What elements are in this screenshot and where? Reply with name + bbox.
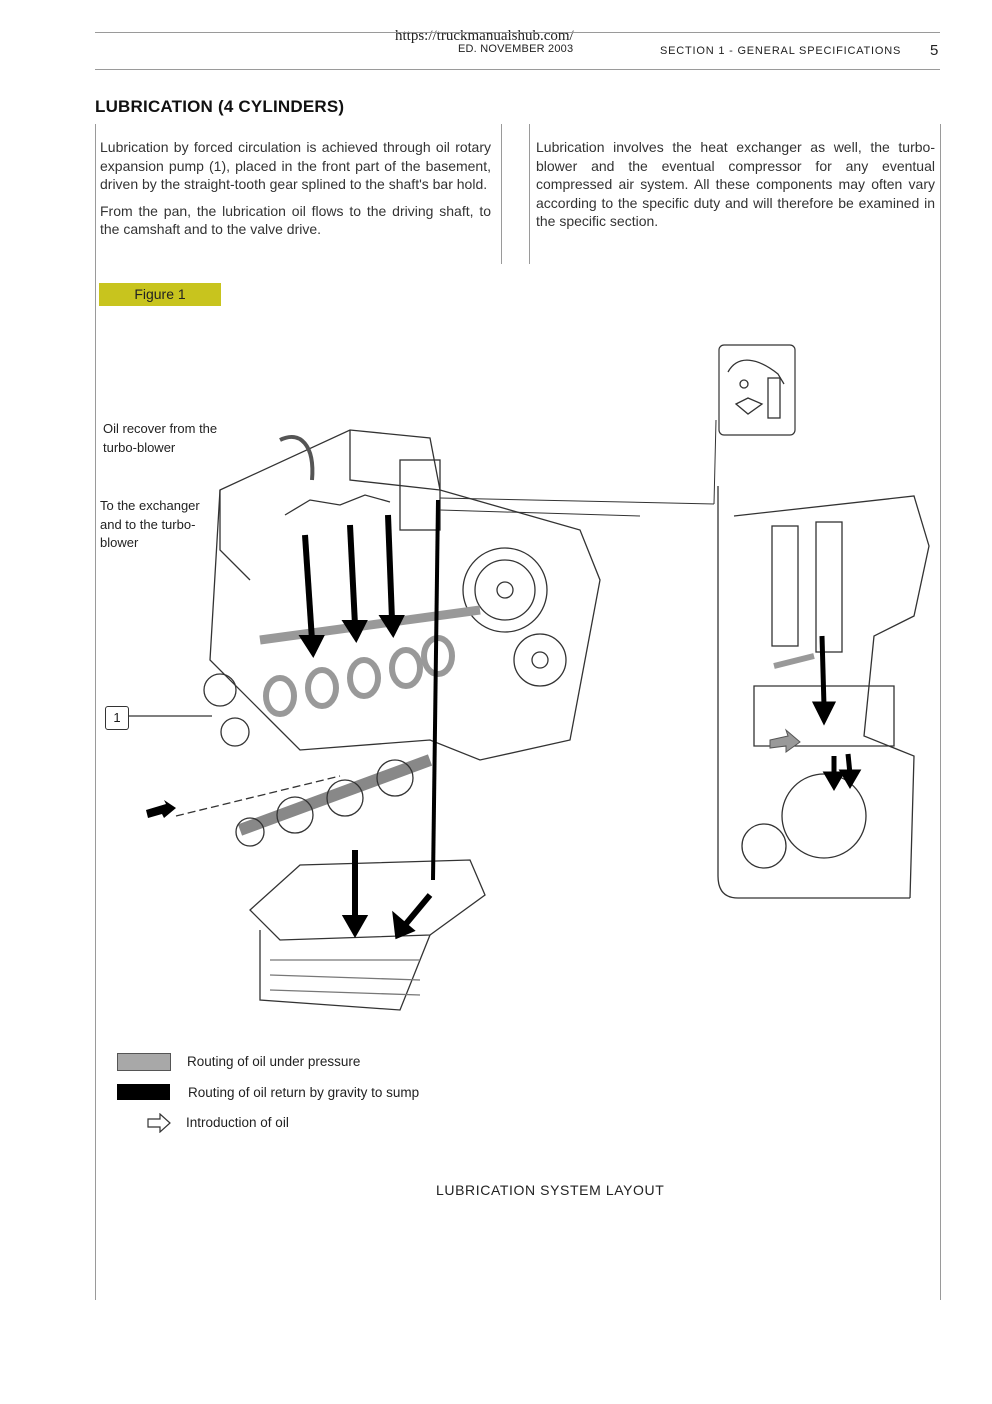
valve-train bbox=[399, 459, 441, 531]
header-edition: ED. NOVEMBER 2003 bbox=[458, 43, 574, 55]
column-rule-left bbox=[95, 124, 96, 1300]
engine-lubrication-illustration bbox=[128, 429, 601, 1011]
legend-swatch-gravity bbox=[117, 1084, 170, 1100]
connecting-rod-4 bbox=[389, 647, 423, 689]
legend-text-introduction: Introduction of oil bbox=[186, 1115, 289, 1130]
legend-text-pressure: Routing of oil under pressure bbox=[187, 1054, 361, 1069]
connecting-rod-3 bbox=[347, 657, 381, 699]
figure-caption: LUBRICATION SYSTEM LAYOUT bbox=[436, 1182, 665, 1198]
oil-intake-dashed-line bbox=[175, 775, 341, 817]
camshaft bbox=[259, 605, 481, 645]
engine-block-outline bbox=[209, 429, 601, 761]
page-number: 5 bbox=[930, 42, 939, 59]
page-title: LUBRICATION (4 CYLINDERS) bbox=[95, 97, 345, 116]
column-rule-right bbox=[940, 124, 941, 1300]
gravity-return-arrows bbox=[298, 499, 440, 940]
legend-text-gravity: Routing of oil return by gravity to sump bbox=[188, 1085, 420, 1100]
inset-leader-lines bbox=[440, 420, 717, 517]
label-oil-recover: Oil recover from the turbo-blower bbox=[103, 421, 218, 455]
section-outline bbox=[717, 486, 910, 899]
crankshaft bbox=[237, 754, 433, 836]
timing-gear-large bbox=[462, 547, 548, 633]
paragraph-components: Lubrication involves the heat exchanger … bbox=[536, 139, 935, 229]
callout-number-box: 1 bbox=[105, 706, 129, 730]
header-section: SECTION 1 - GENERAL SPECIFICATIONS bbox=[660, 45, 902, 57]
figure-tag: Figure 1 bbox=[99, 283, 221, 306]
text-column-right: Lubrication involves the heat exchanger … bbox=[536, 138, 935, 231]
header-rule-bottom bbox=[95, 69, 940, 70]
rocker-inset-illustration bbox=[718, 344, 796, 436]
paragraph-pump: Lubrication by forced circulation is ach… bbox=[100, 139, 491, 192]
column-rule-mid-a bbox=[501, 124, 502, 264]
pump-gear bbox=[203, 673, 237, 707]
oil-pan bbox=[249, 859, 486, 941]
turbo-oil-pipe bbox=[279, 434, 315, 481]
connecting-rod-2 bbox=[305, 667, 339, 709]
legend-swatch-pressure bbox=[117, 1053, 171, 1071]
outline-arrow-icon bbox=[147, 1113, 171, 1133]
label-exchanger: To the exchanger and to the turbo-blower bbox=[100, 498, 200, 550]
text-column-left: Lubrication by forced circulation is ach… bbox=[100, 138, 491, 239]
paragraph-oil-flow: From the pan, the lubrication oil flows … bbox=[100, 202, 491, 238]
section-pressure-arrow-icon bbox=[769, 728, 801, 753]
timing-gear-small bbox=[513, 633, 567, 687]
piston bbox=[753, 685, 895, 747]
oil-intake-arrow-icon bbox=[146, 800, 176, 818]
connecting-rod-1 bbox=[263, 675, 297, 717]
column-rule-mid-b bbox=[529, 124, 530, 264]
crank-journal bbox=[781, 773, 867, 859]
header-rule-top bbox=[95, 32, 940, 33]
cylinder-cross-section bbox=[717, 486, 930, 899]
section-gravity-arrows bbox=[811, 635, 862, 791]
